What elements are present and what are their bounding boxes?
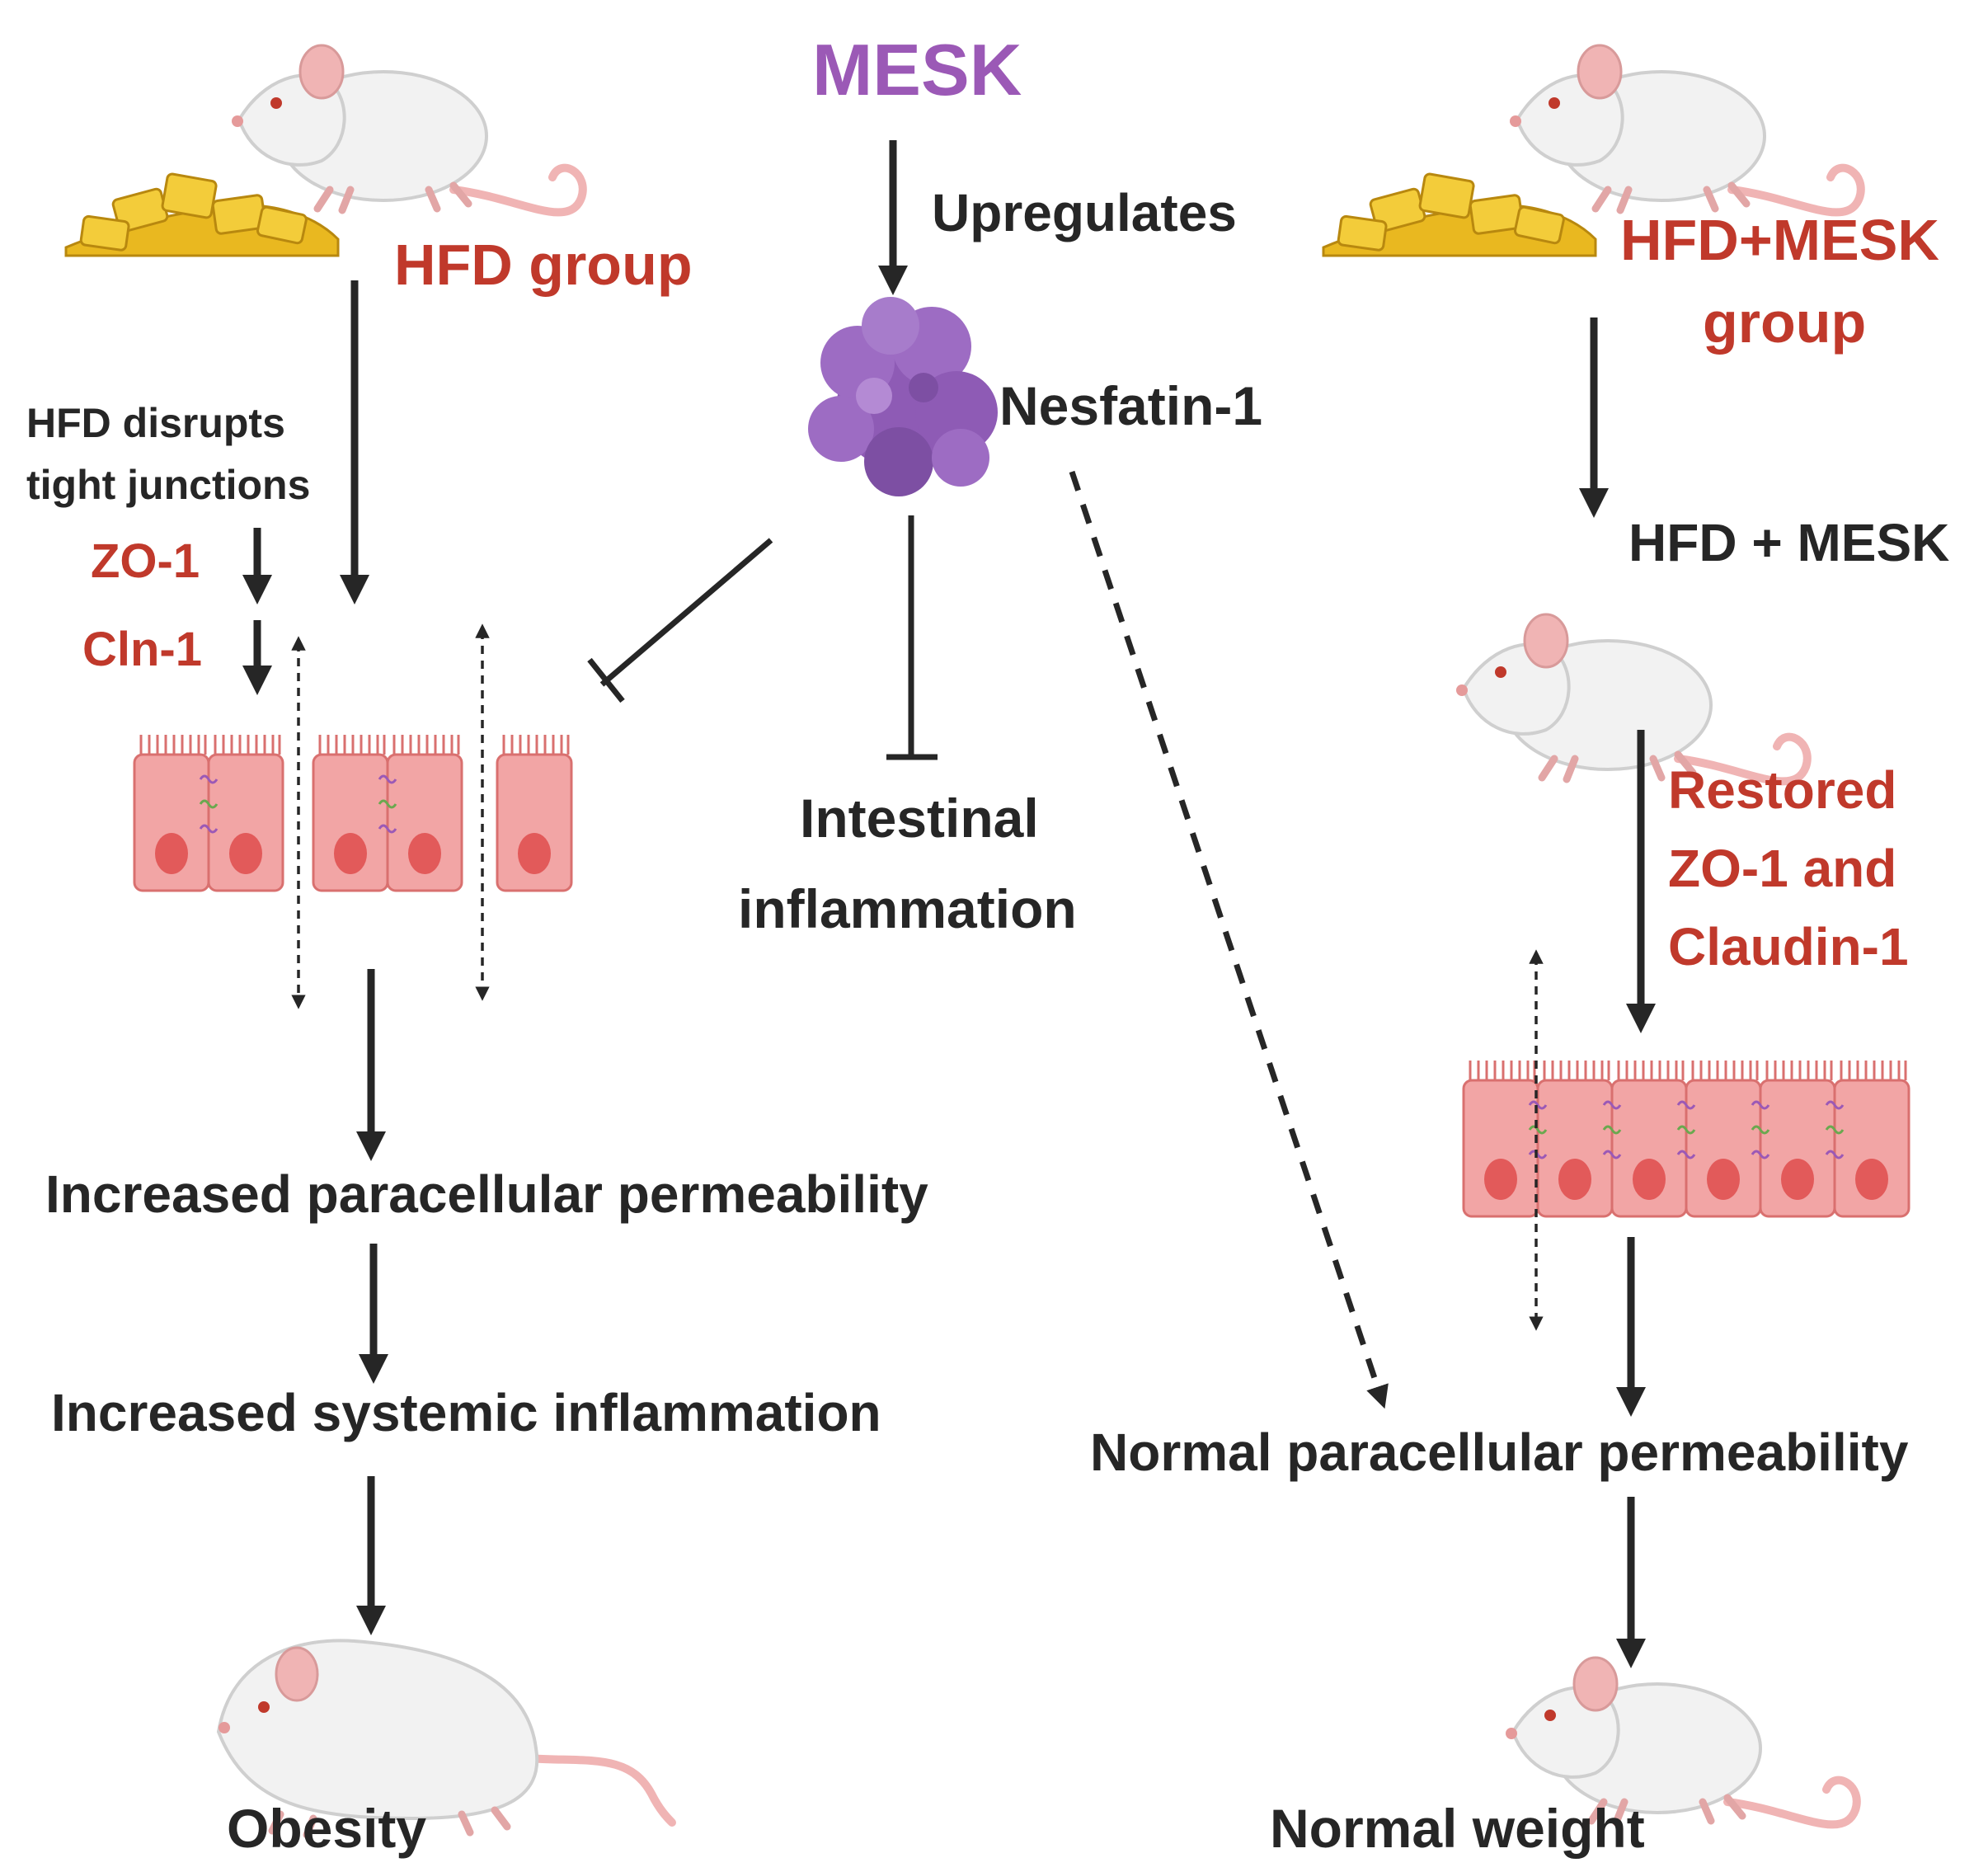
nesfatin-protein-icon	[808, 297, 998, 496]
treated-mouse-icon	[1456, 614, 1807, 781]
hfd-mesk-group-label-2: group	[1703, 290, 1866, 355]
hfd-disrupts-label-1: HFD disrupts	[26, 400, 285, 446]
hfd-mesk-mouse-icon	[1510, 45, 1861, 212]
nesfatin-to-normal-permeability-dashed-arrow	[1069, 470, 1389, 1409]
zo1-label: ZO-1	[91, 534, 200, 588]
intestinal-label: Intestinal	[800, 788, 1039, 849]
hfd-mouse-icon	[232, 45, 583, 212]
obesity-label: Obesity	[227, 1798, 426, 1859]
increased-systemic-label: Increased systemic inflammation	[51, 1383, 881, 1442]
normal-permeability-label: Normal paracellular permeability	[1090, 1423, 1909, 1482]
hfd-mesk-food-icon	[1322, 172, 1597, 257]
inflammation-label: inflammation	[738, 878, 1077, 939]
hfd-plus-mesk-label: HFD + MESK	[1628, 513, 1949, 572]
upregulates-label: Upregulates	[932, 183, 1237, 242]
nesfatin-label: Nesfatin-1	[999, 375, 1262, 436]
hfd-disrupts-label-2: tight junctions	[26, 462, 310, 508]
restored-epithelium	[1462, 1059, 1910, 1218]
cln1-label: Cln-1	[82, 623, 202, 676]
increased-permeability-label: Increased paracellular permeability	[45, 1164, 928, 1224]
mesk-label: MESK	[812, 29, 1022, 111]
hfd-group-label: HFD group	[394, 233, 693, 297]
restored-label-2: ZO-1 and	[1668, 839, 1896, 898]
restored-label-1: Restored	[1668, 760, 1896, 820]
barrier-inhibition-bar	[587, 657, 625, 703]
hfd-mesk-group-label-1: HFD+MESK	[1620, 208, 1939, 272]
disrupted-epithelium	[133, 733, 573, 892]
nesfatin-inhibits-barrier-line	[599, 538, 773, 687]
hfd-food-icon	[64, 172, 340, 257]
obese-mouse-icon	[216, 1639, 676, 1839]
restored-label-3: Claudin-1	[1668, 917, 1909, 976]
normal-weight-label: Normal weight	[1270, 1798, 1645, 1859]
